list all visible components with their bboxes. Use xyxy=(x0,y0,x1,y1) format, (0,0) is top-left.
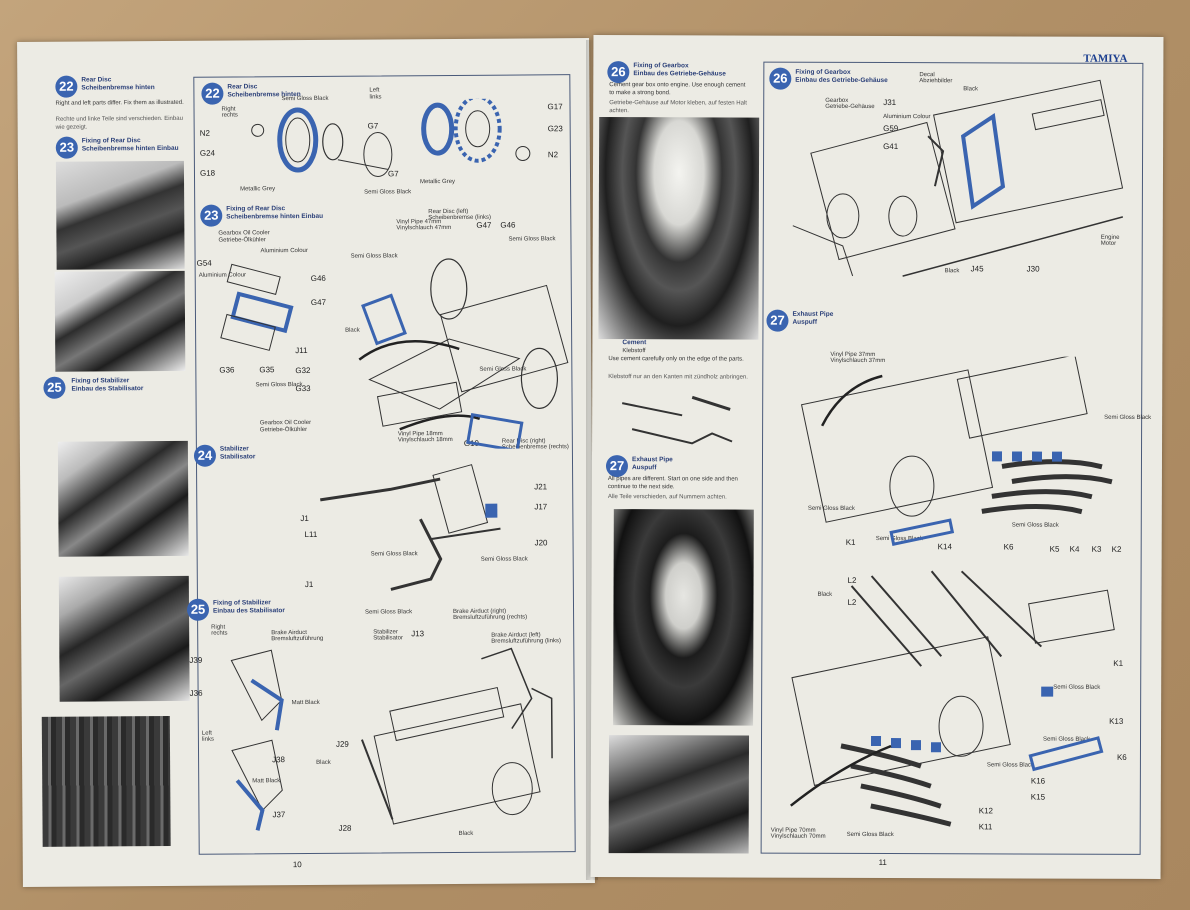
step22-color-semi-gloss-b: Semi Gloss Black xyxy=(364,189,412,196)
photo-engine-closeup xyxy=(41,715,171,847)
part-g46-b: G46 xyxy=(500,220,516,230)
step23-vinyl-47-de: Vinylschlauch 47mm xyxy=(396,224,452,232)
step-number-23-small: 23 xyxy=(55,136,78,159)
right-sidebar: 26 Fixing of Gearbox Einbau des Getriebe… xyxy=(593,35,1163,854)
step-number-23: 23 xyxy=(200,204,223,227)
sidebar-step26-note-en: Cement gear box onto engine. Use enough … xyxy=(609,82,746,97)
photo-exhaust-closeup xyxy=(608,735,750,854)
cement-note-de: Klebstoff nur an den Kanten mit zündholz… xyxy=(608,374,748,381)
step-number-26-small: 26 xyxy=(607,61,630,84)
step-number-25: 25 xyxy=(186,598,210,621)
step26-section: 26 Fixing of Gearbox Einbau des Getriebe… xyxy=(593,35,1163,277)
step27-title-de: Auspuff xyxy=(792,318,818,326)
step23-section: 23 Fixing of Rear Disc Scheibenbremse hi… xyxy=(17,38,589,451)
sidebar-step27-note-en: All pipes are different. Start on one si… xyxy=(607,476,738,491)
step-number-22: 22 xyxy=(201,82,224,105)
step25-engine-drawing xyxy=(230,647,553,831)
sidebar-step27-note-de: Alle Teile verschieden, auf Nummern acht… xyxy=(607,494,727,501)
part-g47-b: G47 xyxy=(476,220,492,230)
step22-disc-drawing xyxy=(251,98,531,177)
step25-semi-gloss: Semi Gloss Black xyxy=(365,609,413,616)
photo-step23-bottom xyxy=(54,270,186,372)
step-number-27: 27 xyxy=(766,309,789,332)
part-n2-left: N2 xyxy=(199,128,210,138)
step23-rear-disc-left-de: Scheibenbremse (links) xyxy=(428,214,492,222)
step-number-25-small: 25 xyxy=(43,376,66,399)
sidebar-step27-title-en: Exhaust Pipe xyxy=(631,456,673,464)
step25-title-de: Einbau des Stabilisator xyxy=(213,607,285,615)
step27-title-en: Exhaust Pipe xyxy=(792,310,834,318)
step24-title-de: Stabilisator xyxy=(219,453,256,461)
step23-gearbox-drawing xyxy=(220,258,569,451)
step-number-27-small: 27 xyxy=(605,455,629,478)
photo-step25-middle xyxy=(58,575,190,702)
left-page: 22 Rear Disc Scheibenbremse hinten Right… xyxy=(17,38,595,887)
photo-exhaust-pipes xyxy=(613,509,754,726)
step27-exhaust-bottom-drawing xyxy=(790,570,1115,827)
photo-gearbox-engine xyxy=(598,117,760,340)
sidebar-step26-title-en: Fixing of Gearbox xyxy=(633,62,689,70)
sidebar-step27-title-de: Auspuff xyxy=(631,464,657,472)
step22-title-en: Rear Disc xyxy=(227,83,258,91)
step23-title-de: Scheibenbremse hinten Einbau xyxy=(226,212,324,221)
sidebar-step26-note-de: Getriebe-Gehäuse auf Motor kleben, auf f… xyxy=(609,100,747,115)
part-g18: G18 xyxy=(199,168,216,178)
sidebar-step23-title-de: Scheibenbremse hinten Einbau xyxy=(81,144,179,153)
page-number-left: 10 xyxy=(292,860,302,870)
step24-section: 24 Stabilizer Stabilisator J21 J17 J1 L1… xyxy=(17,38,589,591)
sidebar-step22-note-de: Rechte und linke Teile sind verschieden.… xyxy=(55,115,183,131)
page-number-right: 11 xyxy=(878,858,887,868)
part-j1-a: J1 xyxy=(300,513,309,524)
step-number-24: 24 xyxy=(193,444,217,467)
part-j39: J39 xyxy=(189,655,203,665)
step25-right-de: rechts xyxy=(211,630,228,637)
cement-note-en: Use cement carefully only on the edge of… xyxy=(608,356,744,363)
part-j36: J36 xyxy=(189,688,203,698)
step26-gearbox-drawing xyxy=(792,79,1124,277)
step27-section: 27 Exhaust Pipe Auspuff Vinyl Pipe 37mm … xyxy=(593,35,1163,840)
step25-airduct-right-de: Bremsluftzuführung (rechts) xyxy=(453,614,528,621)
step24-stabilizer-drawing xyxy=(320,464,501,591)
cement-drawing xyxy=(621,395,733,445)
part-g54: G54 xyxy=(196,258,212,268)
step22-section: 22 Rear Disc Scheibenbremse hinten Right… xyxy=(17,38,589,196)
sidebar-step26-title-de: Einbau des Getriebe-Gehäuse xyxy=(633,70,726,78)
part-j13: J13 xyxy=(411,629,425,639)
cement-title-en: Cement xyxy=(622,339,647,347)
part-g24: G24 xyxy=(199,148,215,158)
right-page: TAMIYA 26 Fixing of Gearbox Einbau des G… xyxy=(590,35,1164,879)
step24-title-en: Stabilizer xyxy=(219,445,249,453)
photo-step23-top xyxy=(55,160,185,270)
step22-right-label-de: rechts xyxy=(221,112,238,119)
photo-step25-top xyxy=(57,440,189,557)
step25-section: 25 Fixing of Stabilizer Einbau des Stabi… xyxy=(17,38,589,837)
step-number-22-small: 22 xyxy=(55,75,78,98)
sidebar-step25-title-de: Einbau des Stabilisator xyxy=(71,385,144,393)
step27-exhaust-top-drawing xyxy=(800,355,1113,546)
sidebar-step22-note-en: Right and left parts differ. Fix them as… xyxy=(55,99,184,107)
sidebar-step22-title-de: Scheibenbremse hinten xyxy=(81,84,155,92)
sidebar-step22-title-en: Rear Disc xyxy=(81,76,112,84)
